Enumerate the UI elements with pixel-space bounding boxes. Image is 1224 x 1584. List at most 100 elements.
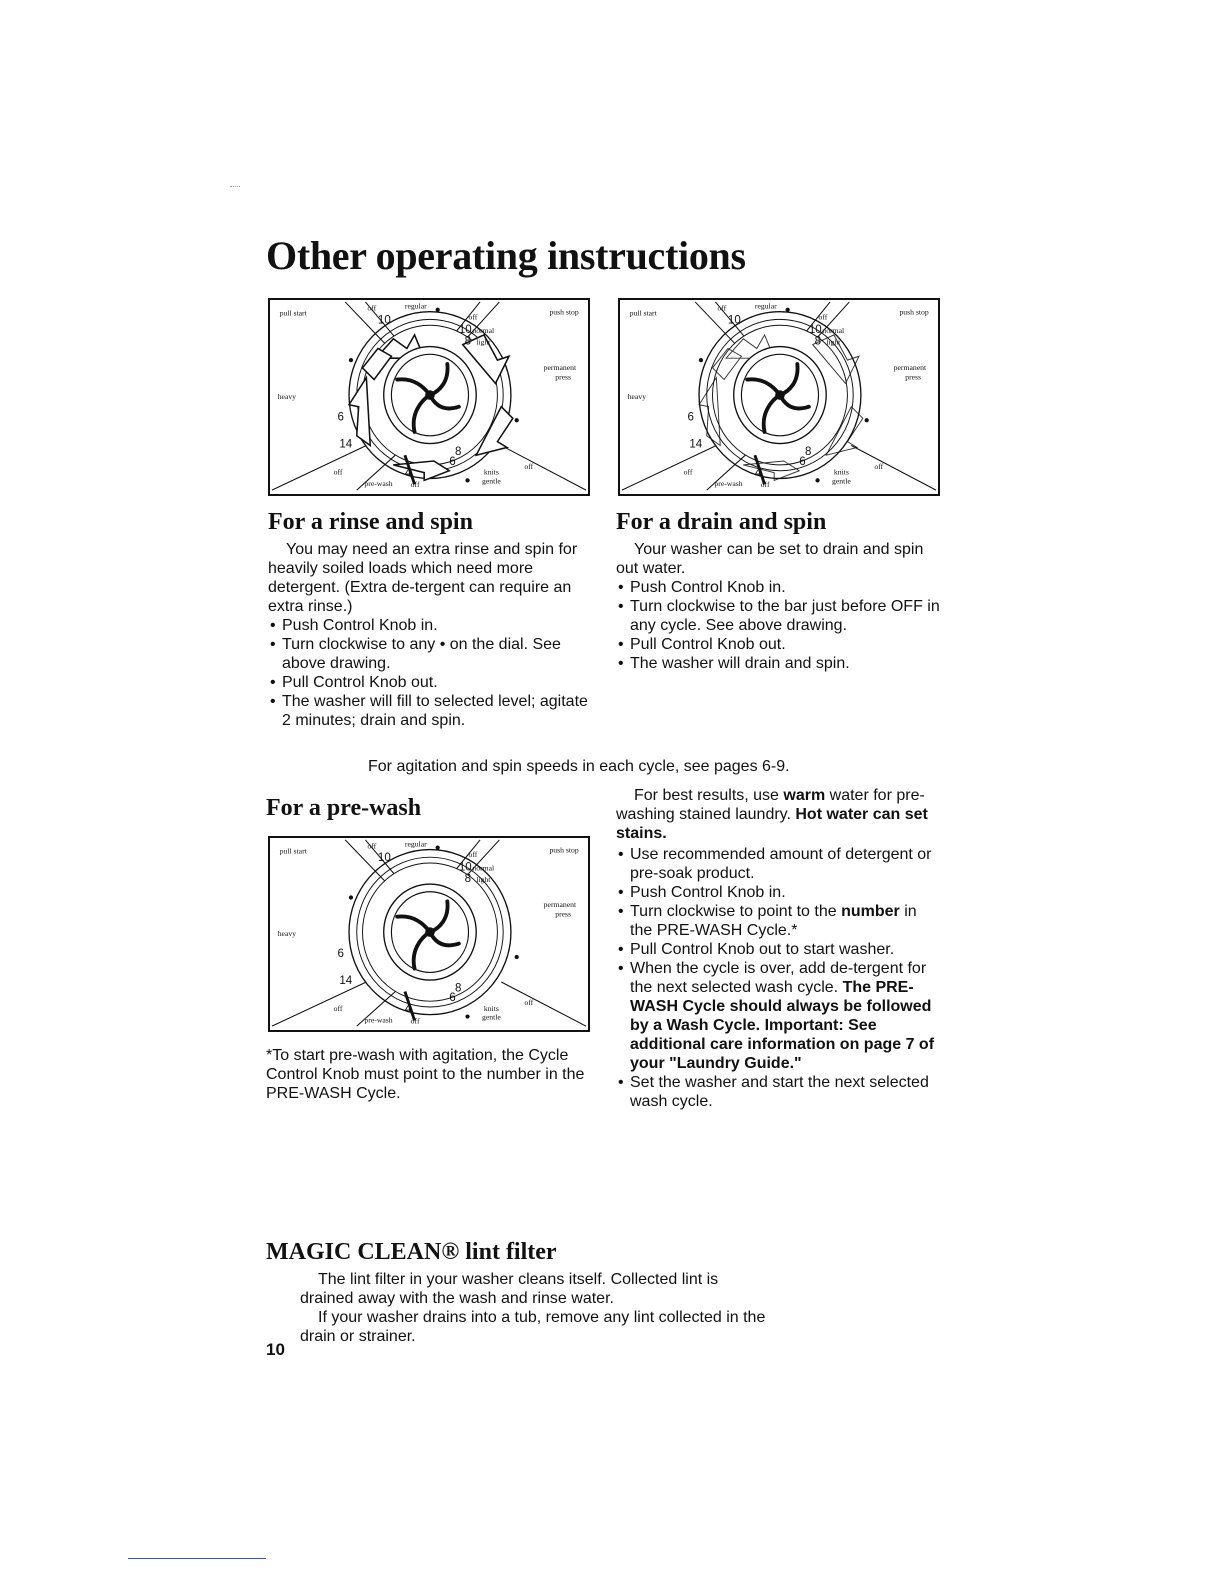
svg-text:gentle: gentle — [482, 476, 501, 485]
svg-text:off: off — [874, 462, 883, 471]
list-item: When the cycle is over, add de-tergent f… — [616, 959, 936, 1073]
svg-text:normal: normal — [822, 326, 844, 335]
prewash-heading: For a pre-wash — [266, 795, 422, 821]
svg-text:pre-wash: pre-wash — [714, 479, 742, 488]
list-item: Set the washer and start the next select… — [616, 1073, 936, 1111]
list-item: Pull Control Knob out. — [616, 635, 948, 654]
svg-text:off: off — [334, 1004, 343, 1013]
svg-text:permanent: permanent — [544, 900, 577, 909]
svg-text:gentle: gentle — [832, 476, 851, 485]
rinse-intro: You may need an extra rinse and spin for… — [268, 541, 578, 615]
rinse-steps: Push Control Knob in. Turn clockwise to … — [268, 616, 598, 730]
svg-text:pull start: pull start — [630, 308, 658, 317]
svg-text:light: light — [476, 875, 491, 884]
rinse-dial-illustration: pull start push stop off regular 10 off … — [268, 298, 590, 496]
svg-text:permanent: permanent — [544, 363, 577, 372]
svg-text:off: off — [367, 304, 376, 313]
svg-text:off: off — [367, 842, 376, 851]
svg-text:knits: knits — [484, 1004, 499, 1013]
svg-text:off: off — [819, 312, 828, 321]
drain-steps: Push Control Knob in. Turn clockwise to … — [616, 578, 948, 673]
lint-paragraph-1: The lint filter in your washer cleans it… — [300, 1271, 719, 1307]
prewash-intro: For best results, use warm water for pre… — [616, 787, 928, 842]
scan-mark — [230, 186, 240, 187]
svg-text:heavy: heavy — [628, 392, 647, 401]
svg-text:6: 6 — [337, 948, 343, 960]
svg-text:push stop: push stop — [549, 308, 578, 317]
prewash-dial-illustration: pull start push stop off regular 10 off … — [268, 836, 590, 1032]
svg-text:permanent: permanent — [894, 363, 927, 372]
svg-text:off: off — [411, 480, 420, 489]
svg-text:4: 4 — [755, 467, 762, 480]
svg-text:normal: normal — [472, 326, 494, 335]
svg-text:14: 14 — [339, 437, 352, 450]
drain-section: For a drain and spin Your washer can be … — [616, 508, 948, 673]
svg-text:8: 8 — [465, 335, 471, 348]
list-item: Turn clockwise to any • on the dial. See… — [268, 635, 598, 673]
rinse-heading: For a rinse and spin — [268, 509, 473, 535]
speed-note: For agitation and spin speeds in each cy… — [368, 758, 790, 775]
svg-text:6: 6 — [799, 455, 805, 468]
dial-svg: pull start push stop off regular 10 off … — [621, 301, 937, 491]
lint-text: The lint filter in your washer cleans it… — [300, 1270, 770, 1346]
svg-text:6: 6 — [449, 455, 455, 468]
svg-text:off: off — [684, 468, 693, 477]
lint-heading: MAGIC CLEAN® lint filter — [266, 1239, 557, 1265]
list-item: Pull Control Knob out to start washer. — [616, 940, 936, 959]
svg-text:regular: regular — [405, 840, 427, 849]
drain-intro: Your washer can be set to drain and spin… — [616, 541, 924, 577]
svg-text:knits: knits — [834, 468, 849, 477]
dial-dots — [348, 845, 519, 1019]
rotation-arrows-icon — [698, 333, 864, 482]
svg-text:heavy: heavy — [278, 929, 297, 938]
dial-dots — [698, 307, 869, 483]
svg-text:6: 6 — [687, 410, 693, 423]
dial-svg: pull start push stop off regular 10 off … — [271, 839, 587, 1027]
list-item: Turn clockwise to the bar just before OF… — [616, 597, 948, 635]
svg-text:14: 14 — [689, 437, 702, 450]
svg-text:regular: regular — [755, 302, 777, 311]
footer-rule — [128, 1558, 266, 1559]
svg-text:heavy: heavy — [278, 392, 297, 401]
svg-text:10: 10 — [378, 313, 391, 326]
list-item: The washer will fill to selected level; … — [268, 692, 598, 730]
svg-text:8: 8 — [805, 445, 811, 458]
svg-text:4: 4 — [405, 1004, 412, 1016]
svg-text:knits: knits — [484, 468, 499, 477]
svg-text:push stop: push stop — [549, 845, 578, 854]
svg-text:6: 6 — [337, 410, 343, 423]
svg-text:8: 8 — [455, 983, 461, 995]
svg-text:off: off — [469, 850, 478, 859]
svg-text:10: 10 — [809, 323, 822, 336]
svg-text:press: press — [905, 373, 921, 382]
svg-text:10: 10 — [459, 862, 472, 874]
list-item: Push Control Knob in. — [616, 883, 936, 902]
list-item: Push Control Knob in. — [268, 616, 598, 635]
list-item: The washer will drain and spin. — [616, 654, 948, 673]
list-item: Use recommended amount of detergent or p… — [616, 845, 936, 883]
dial-rays — [271, 301, 587, 491]
svg-text:regular: regular — [405, 302, 427, 311]
svg-text:8: 8 — [455, 445, 461, 458]
page-number: 10 — [266, 1340, 285, 1359]
svg-text:10: 10 — [459, 323, 472, 336]
agitator-icon — [745, 362, 811, 434]
list-item: Push Control Knob in. — [616, 578, 948, 597]
svg-text:pre-wash: pre-wash — [364, 479, 392, 488]
dial-rays — [621, 301, 937, 491]
prewash-instructions: For best results, use warm water for pre… — [616, 786, 936, 1111]
dial-rays — [271, 839, 587, 1027]
svg-text:6: 6 — [449, 992, 455, 1004]
svg-text:10: 10 — [728, 313, 741, 326]
svg-text:off: off — [411, 1016, 420, 1025]
svg-text:10: 10 — [378, 852, 391, 864]
list-item: Turn clockwise to point to the number in… — [616, 902, 936, 940]
svg-text:14: 14 — [339, 975, 352, 987]
svg-text:pull start: pull start — [280, 308, 308, 317]
lint-paragraph-2: If your washer drains into a tub, remove… — [300, 1309, 766, 1345]
svg-text:8: 8 — [815, 335, 821, 348]
svg-text:off: off — [524, 462, 533, 471]
svg-text:4: 4 — [405, 467, 412, 480]
rinse-section: For a rinse and spin You may need an ext… — [268, 508, 598, 730]
svg-text:press: press — [555, 373, 571, 382]
